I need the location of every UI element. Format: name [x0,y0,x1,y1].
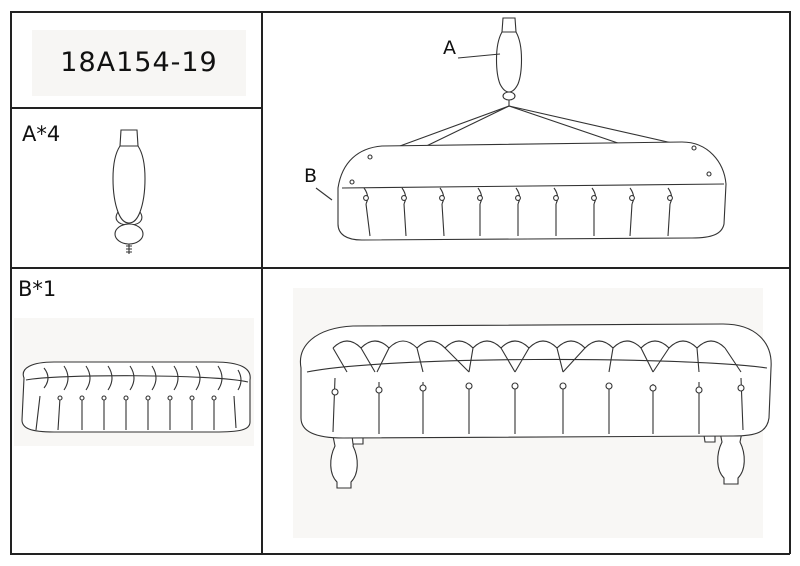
product-code: 18A154-19 [32,30,246,96]
assembly-diagram [315,17,727,241]
frame-bottom [10,553,790,555]
row-divider-left-1 [10,107,262,109]
frame-top [10,11,790,13]
finished-bench-drawing [293,288,772,538]
column-divider [261,11,263,554]
part-a-quantity-label: A*4 [22,122,61,146]
bench-top-icon [14,318,254,446]
leg-icon [112,129,146,254]
frame-right [789,11,791,554]
callout-b: B [304,165,318,187]
frame-left [10,11,12,554]
part-b-quantity-label: B*1 [18,277,57,301]
callout-a: A [443,37,456,59]
row-divider-full [10,267,790,269]
